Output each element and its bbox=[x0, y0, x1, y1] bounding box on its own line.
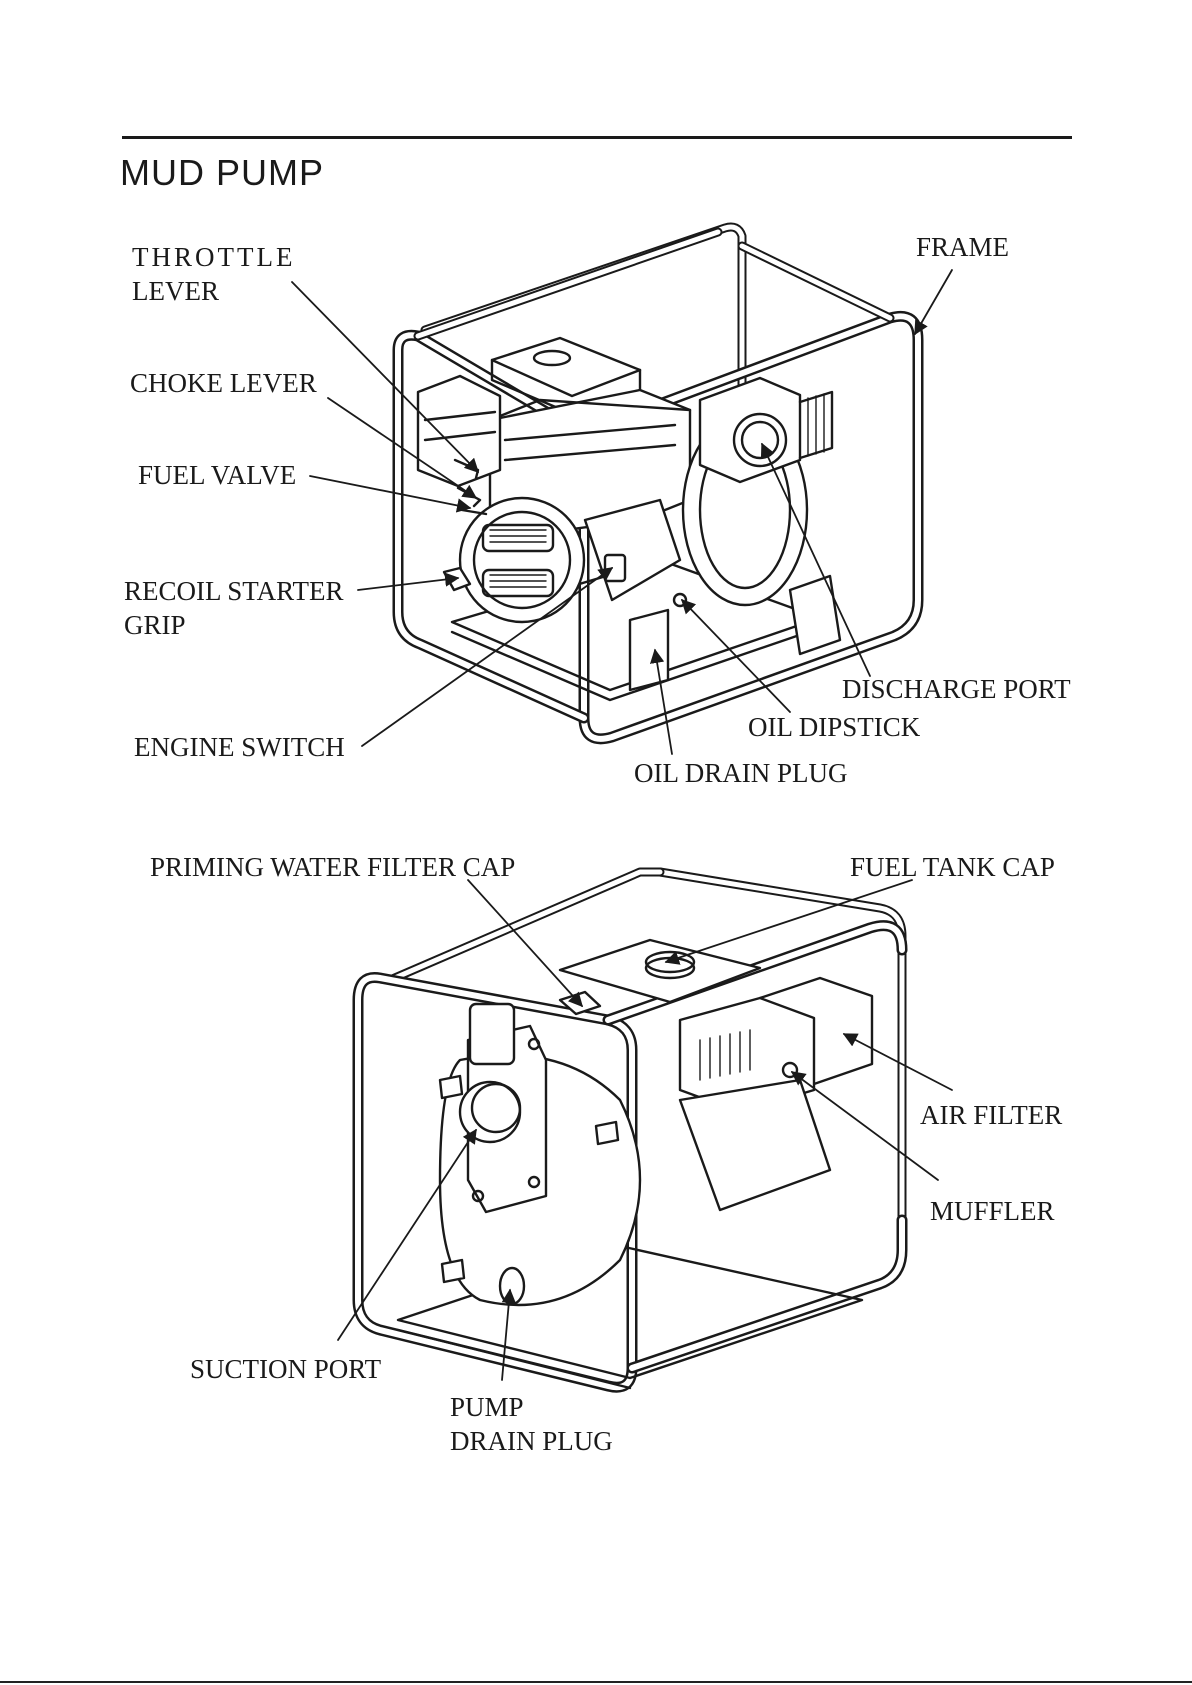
bottom-suction-port bbox=[460, 1082, 520, 1142]
label-oil-drain-plug: OIL DRAIN PLUG bbox=[634, 756, 847, 790]
label-discharge-port: DISCHARGE PORT bbox=[842, 672, 1071, 706]
label-throttle-lever: THROTTLE LEVER bbox=[132, 240, 295, 308]
label-fuel-valve: FUEL VALVE bbox=[138, 458, 296, 492]
top-pump-drawing bbox=[398, 227, 918, 739]
label-recoil-starter-grip: RECOIL STARTER GRIP bbox=[124, 574, 343, 642]
label-oil-dipstick: OIL DIPSTICK bbox=[748, 710, 920, 744]
label-choke-lever: CHOKE LEVER bbox=[130, 366, 317, 400]
label-priming-water-filter-cap: PRIMING WATER FILTER CAP bbox=[150, 850, 515, 884]
footer-rule bbox=[0, 1681, 1192, 1683]
label-engine-switch: ENGINE SWITCH bbox=[134, 730, 345, 764]
label-air-filter: AIR FILTER bbox=[920, 1098, 1062, 1132]
top-air-cleaner bbox=[418, 376, 500, 486]
label-suction-port: SUCTION PORT bbox=[190, 1352, 381, 1386]
label-fuel-tank-cap: FUEL TANK CAP bbox=[850, 850, 1055, 884]
label-frame: FRAME bbox=[916, 230, 1009, 264]
label-pump-drain-plug: PUMP DRAIN PLUG bbox=[450, 1390, 613, 1458]
top-engine-switch-box bbox=[605, 555, 625, 581]
bottom-pump-drawing bbox=[358, 872, 902, 1388]
top-recoil-housing bbox=[460, 498, 584, 622]
bottom-pump-drain-plug bbox=[500, 1268, 524, 1304]
label-muffler: MUFFLER bbox=[930, 1194, 1055, 1228]
